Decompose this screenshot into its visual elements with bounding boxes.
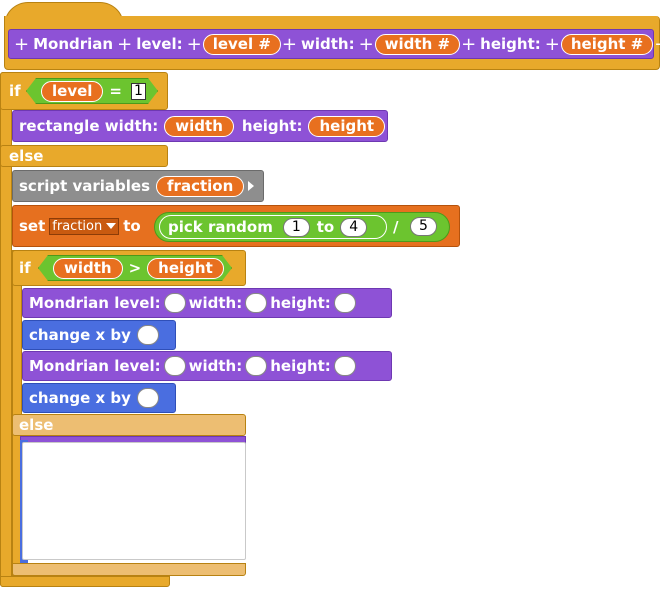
rectangle-block[interactable]: rectangle width: width height: height — [12, 110, 388, 142]
if-label: if — [9, 82, 21, 100]
equals-predicate[interactable]: level = 1 — [26, 78, 158, 104]
plus-icon[interactable]: + — [544, 33, 560, 55]
divide-reporter[interactable]: pick random 1 to 4 / 5 — [154, 212, 450, 242]
plus-icon[interactable]: + — [653, 34, 660, 55]
level-input[interactable] — [163, 356, 186, 376]
greater-than-predicate[interactable]: width > height — [38, 255, 232, 281]
if-else-inner-bottom — [12, 563, 246, 576]
block-name: Mondrian — [33, 35, 114, 53]
plus-icon[interactable]: + — [186, 33, 202, 55]
else-outer: else — [0, 145, 168, 167]
else-label: else — [9, 147, 44, 165]
equals-operator: = — [109, 82, 122, 100]
dropdown-value: fraction — [52, 218, 103, 234]
set-label: set — [19, 217, 46, 235]
plus-icon[interactable]: + — [358, 33, 374, 55]
param-level[interactable]: level # — [202, 33, 281, 55]
height-label: height: — [270, 357, 331, 375]
width-input[interactable] — [245, 356, 268, 376]
height-input[interactable] — [333, 356, 356, 376]
script-variables-label: script variables — [19, 177, 151, 195]
width-input[interactable] — [245, 293, 268, 313]
divide-operator: / — [393, 218, 399, 236]
chevron-down-icon — [106, 223, 117, 229]
mondrian-level-label: Mondrian level: — [29, 357, 161, 375]
divisor-input[interactable]: 5 — [410, 217, 437, 236]
var-level[interactable]: level — [41, 81, 103, 102]
height-label: height: — [241, 117, 303, 135]
change-x-block[interactable]: change x by — [22, 383, 176, 413]
plus-icon[interactable]: + — [14, 33, 30, 55]
change-x-input[interactable] — [136, 388, 159, 408]
plus-icon[interactable]: + — [117, 33, 133, 55]
greater-than-operator: > — [128, 259, 142, 277]
random-to-label: to — [316, 218, 335, 236]
param-label-height: height: — [480, 35, 541, 53]
drop-target-placeholder — [22, 442, 246, 560]
level-value-input[interactable]: 1 — [131, 83, 146, 100]
arrow-right-icon[interactable] — [248, 181, 255, 191]
hat-prototype[interactable]: + Mondrian + level: + level # + width: +… — [8, 29, 660, 59]
change-x-block[interactable]: change x by — [22, 320, 176, 350]
height-input[interactable] — [333, 293, 356, 313]
param-height[interactable]: height # — [560, 33, 654, 55]
random-to-input[interactable]: 4 — [340, 217, 368, 237]
if-label: if — [19, 259, 31, 277]
var-height[interactable]: height — [147, 258, 224, 279]
param-label-level: level: — [136, 35, 183, 53]
pick-random-reporter[interactable]: pick random 1 to 4 — [159, 215, 387, 239]
pick-random-label: pick random — [168, 218, 273, 236]
random-from-input[interactable]: 1 — [282, 217, 310, 237]
else-label: else — [19, 416, 54, 434]
var-width[interactable]: width — [164, 115, 234, 137]
else-inner: else — [12, 414, 246, 436]
param-width[interactable]: width # — [374, 33, 461, 55]
mondrian-call-block[interactable]: Mondrian level: width: height: — [22, 288, 392, 318]
change-x-label: change x by — [29, 326, 131, 344]
if-else-outer-bottom — [0, 576, 170, 587]
width-label: width: — [188, 357, 243, 375]
var-width[interactable]: width — [53, 258, 123, 279]
var-fraction[interactable]: fraction — [156, 175, 245, 197]
level-input[interactable] — [163, 293, 186, 313]
mondrian-call-block[interactable]: Mondrian level: width: height: — [22, 351, 392, 381]
width-label: width: — [188, 294, 243, 312]
plus-icon[interactable]: + — [281, 33, 297, 55]
change-x-input[interactable] — [136, 325, 159, 345]
mondrian-level-label: Mondrian level: — [29, 294, 161, 312]
height-label: height: — [270, 294, 331, 312]
script-variables-block[interactable]: script variables fraction — [12, 170, 264, 202]
var-height[interactable]: height — [308, 115, 386, 137]
param-label-width: width: — [300, 35, 355, 53]
variable-dropdown[interactable]: fraction — [49, 217, 120, 235]
to-label: to — [123, 217, 141, 235]
rectangle-label: rectangle width: — [19, 117, 159, 135]
plus-icon[interactable]: + — [461, 33, 477, 55]
change-x-label: change x by — [29, 389, 131, 407]
